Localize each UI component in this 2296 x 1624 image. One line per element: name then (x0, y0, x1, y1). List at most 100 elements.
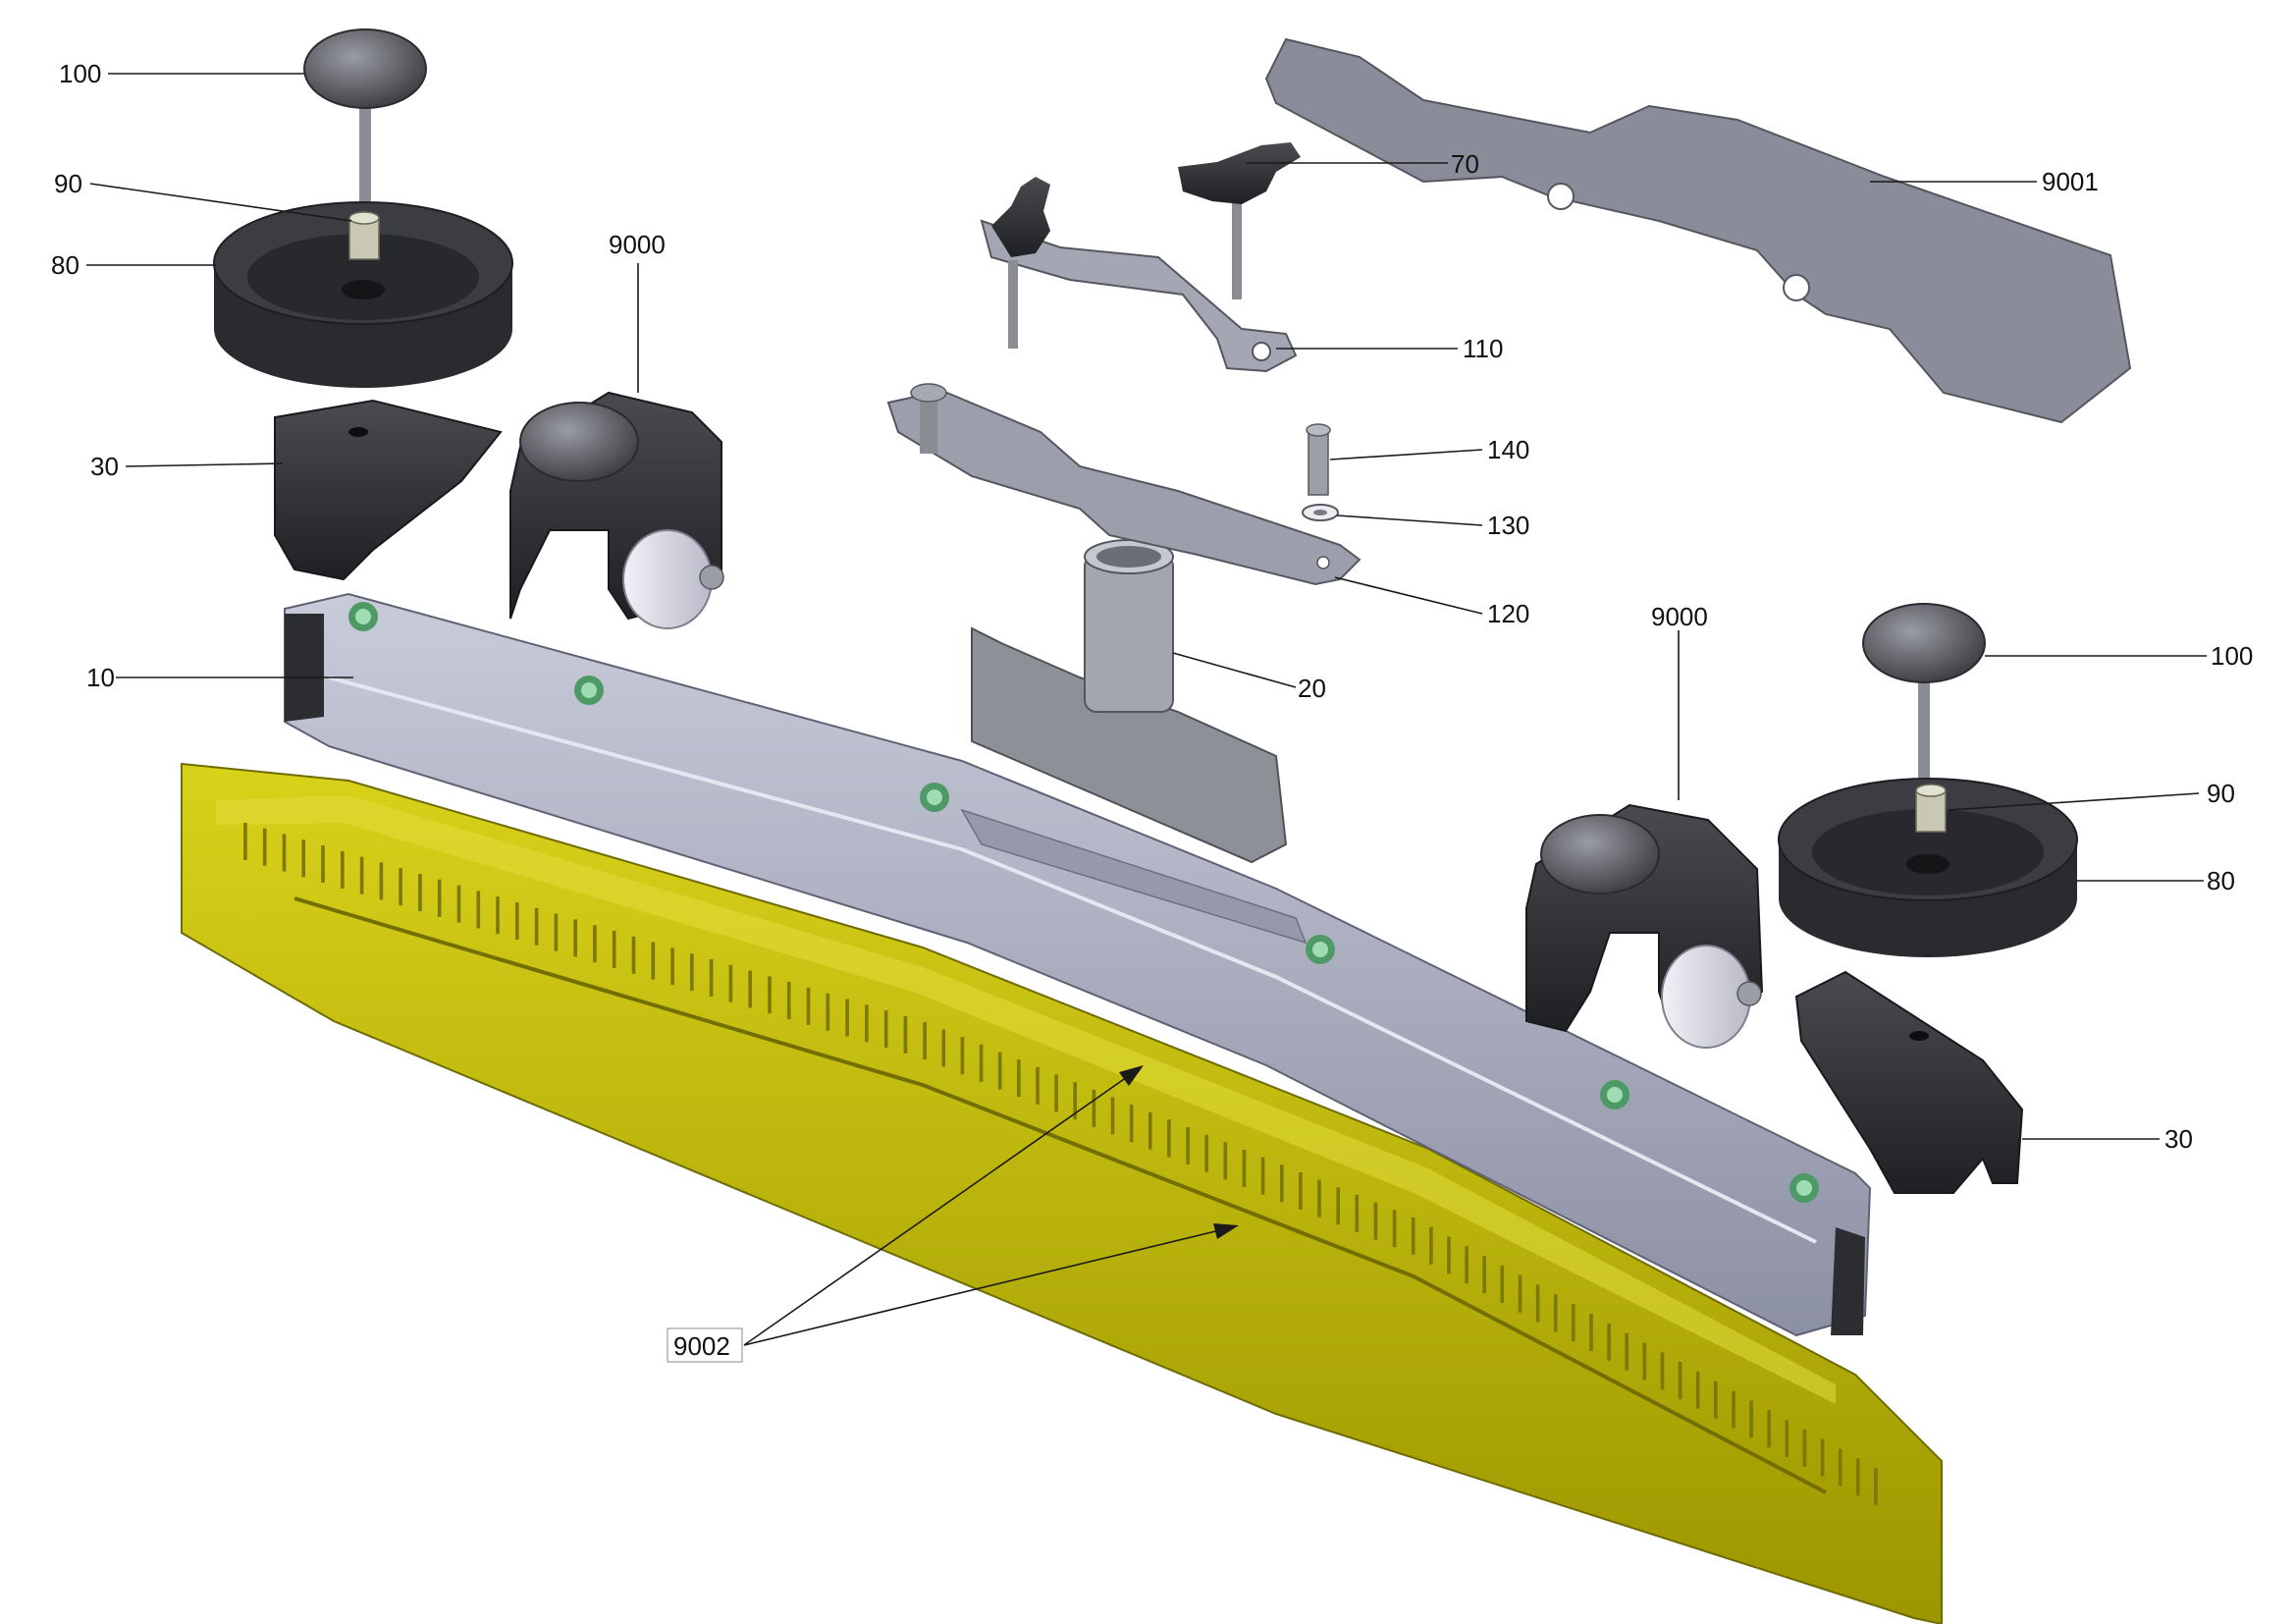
blade-slot (631, 936, 636, 974)
blade-slot (1110, 1097, 1115, 1135)
label-9001: 9001 (2042, 167, 2099, 196)
label-9000-right: 9000 (1651, 602, 1708, 631)
blade-slot (1129, 1105, 1134, 1143)
label-9000-left: 9000 (609, 230, 666, 259)
label-110: 110 (1463, 334, 1503, 363)
blade-slot (1732, 1390, 1735, 1429)
spacer-right (1915, 784, 1947, 833)
blade-slot (496, 896, 500, 935)
blade-slot (903, 1015, 908, 1054)
blade-slot (1092, 1089, 1096, 1127)
label-100-left: 100 (59, 59, 101, 88)
blade-slot (1411, 1217, 1415, 1255)
blade-slot (883, 1010, 888, 1049)
frame-screw-4 (1306, 935, 1335, 964)
label-90-right: 90 (2207, 779, 2235, 808)
blade-slot (1589, 1314, 1593, 1351)
label-20: 20 (1298, 674, 1326, 703)
blade-slot (865, 1004, 869, 1043)
frame-screw-5 (1600, 1080, 1629, 1110)
blade-slot (1336, 1187, 1340, 1225)
leader-120 (1334, 576, 1483, 615)
blade-slot (554, 913, 559, 951)
blade-slot (709, 958, 714, 997)
blade-slot (690, 953, 694, 992)
blade-slot (1223, 1142, 1228, 1180)
leader-lines (86, 73, 2207, 1346)
label-120: 120 (1487, 599, 1529, 628)
label-80-right: 80 (2207, 866, 2235, 895)
blade-slot (651, 942, 656, 980)
mounting-plate (1264, 37, 2132, 424)
blade-slot (515, 902, 519, 940)
blade-slot (476, 891, 481, 929)
spacer-left (348, 211, 380, 260)
blade-slot (301, 839, 305, 878)
blade-slot (960, 1037, 965, 1075)
blade-slot (612, 931, 616, 968)
blade-slot (1518, 1274, 1522, 1313)
bracket (980, 219, 1298, 373)
blade-slot (1607, 1323, 1611, 1361)
blade-slot (670, 947, 674, 986)
callout-labels: 100 90 80 9000 30 10 70 9001 110 140 130… (51, 59, 2253, 1363)
castor-unit-right (1525, 803, 1764, 1049)
blade-slot (1874, 1468, 1878, 1506)
blade-slot (456, 885, 461, 923)
blade-slot (1317, 1179, 1321, 1218)
blade-slot (768, 976, 772, 1014)
blade-slot (1749, 1400, 1753, 1438)
frame-screw-1 (348, 602, 378, 631)
blade-slot (748, 970, 752, 1008)
leader-90-left (89, 183, 352, 222)
blade-slot (1785, 1420, 1789, 1457)
leader-130 (1336, 514, 1483, 526)
blade-slot (786, 982, 791, 1020)
label-80-left: 80 (51, 250, 80, 280)
frame-screw-3 (920, 783, 949, 812)
washer (1302, 504, 1339, 521)
blade-slot (1500, 1265, 1505, 1303)
squeegee-teeth (243, 822, 1878, 1506)
blade-slot (1429, 1226, 1433, 1265)
blade-slot (1447, 1236, 1451, 1274)
blade-slot (1767, 1410, 1771, 1448)
arrowhead-9002-a (1119, 1065, 1144, 1086)
label-30-left: 30 (90, 452, 119, 481)
blade-slot (282, 834, 287, 872)
leader-20 (1172, 652, 1297, 688)
blade-slot (418, 874, 422, 911)
blade-slot (1535, 1284, 1540, 1323)
blade-slot (1660, 1352, 1665, 1390)
blade-slot (1465, 1246, 1468, 1284)
blade-slot (437, 879, 442, 917)
blade-slot (1695, 1371, 1700, 1409)
blade-slot (728, 964, 733, 1002)
blade-slot (1625, 1332, 1629, 1371)
label-70: 70 (1451, 149, 1479, 179)
squeegee-blade (181, 762, 1943, 1624)
blade-slot (1017, 1059, 1021, 1098)
blade-slot (979, 1044, 984, 1082)
wing-screw-left (991, 177, 1050, 349)
blade-slot (1373, 1202, 1378, 1240)
label-30-right: 30 (2164, 1124, 2193, 1154)
blade-slot (262, 828, 267, 866)
cap-screw (1306, 423, 1331, 496)
blade-slot (399, 868, 402, 906)
blade-slot (1572, 1304, 1575, 1342)
blade-slot (1148, 1111, 1152, 1150)
frame-screw-2 (574, 676, 604, 705)
arrowhead-9002-b (1213, 1223, 1239, 1239)
blade-slot (379, 862, 384, 900)
side-bracket-left (274, 399, 503, 581)
blade-slot (1036, 1066, 1040, 1105)
leader-9002-b (743, 1226, 1233, 1346)
blade-slot (1678, 1362, 1682, 1400)
label-100-right: 100 (2211, 641, 2253, 671)
blade-slot (1856, 1458, 1860, 1496)
castor-unit-left (509, 391, 724, 629)
blade-slot (243, 822, 247, 860)
blade-slot (826, 993, 830, 1031)
knob-left (303, 28, 427, 211)
